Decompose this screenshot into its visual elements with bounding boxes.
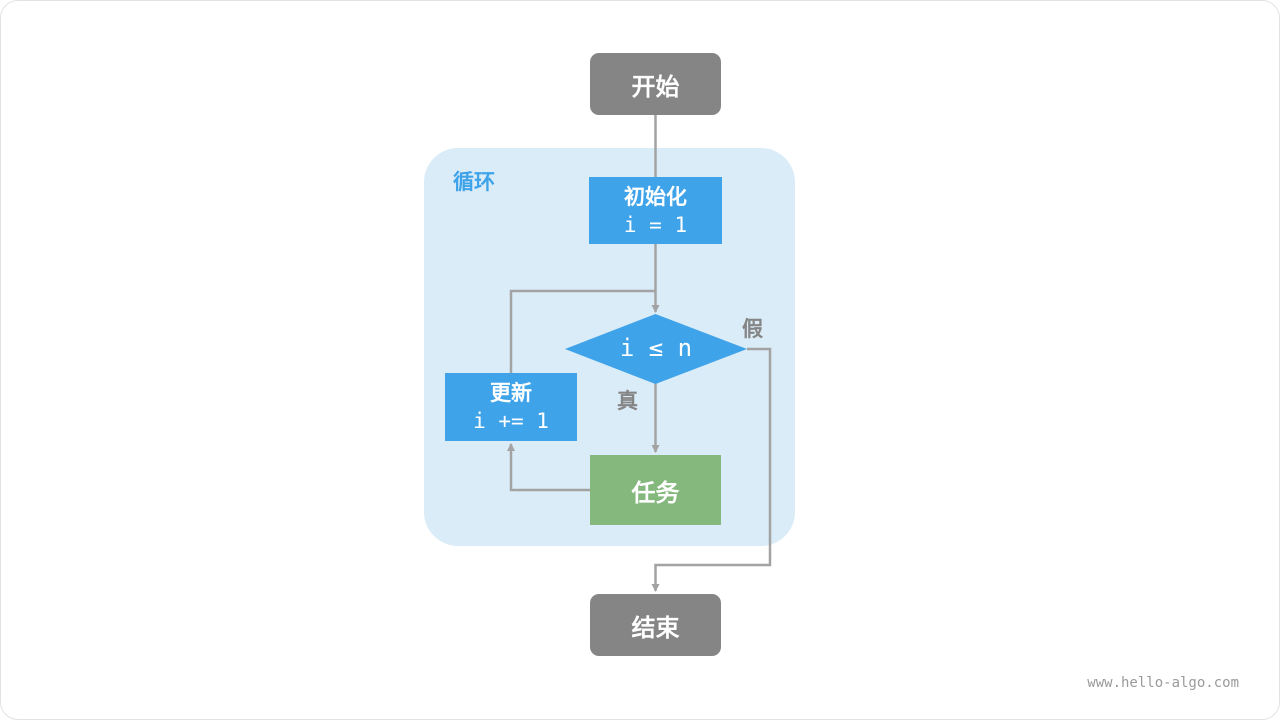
init-node: 初始化 i = 1 (589, 177, 722, 244)
end-node: 结束 (590, 594, 721, 656)
init-title: 初始化 (624, 184, 687, 209)
edge-update-to-condition (509, 289, 656, 373)
edge-condition-false-to-end (651, 347, 772, 592)
task-node: 任务 (590, 455, 721, 525)
condition-label: i ≤ n (619, 334, 693, 362)
init-code: i = 1 (623, 212, 688, 237)
end-label: 结束 (631, 613, 680, 642)
condition-diamond (565, 314, 747, 384)
task-label: 任务 (631, 478, 680, 507)
watermark: www.hello-algo.com (1087, 675, 1239, 691)
loop-title: 循环 (453, 170, 495, 194)
branch-true-label: 真 (617, 389, 638, 413)
update-node: 更新 i += 1 (445, 373, 577, 441)
update-code: i += 1 (473, 409, 549, 433)
start-node: 开始 (590, 53, 721, 115)
update-title: 更新 (490, 381, 532, 405)
start-label: 开始 (631, 72, 680, 101)
branch-false-label: 假 (742, 317, 763, 341)
edge-task-to-update (507, 443, 590, 492)
